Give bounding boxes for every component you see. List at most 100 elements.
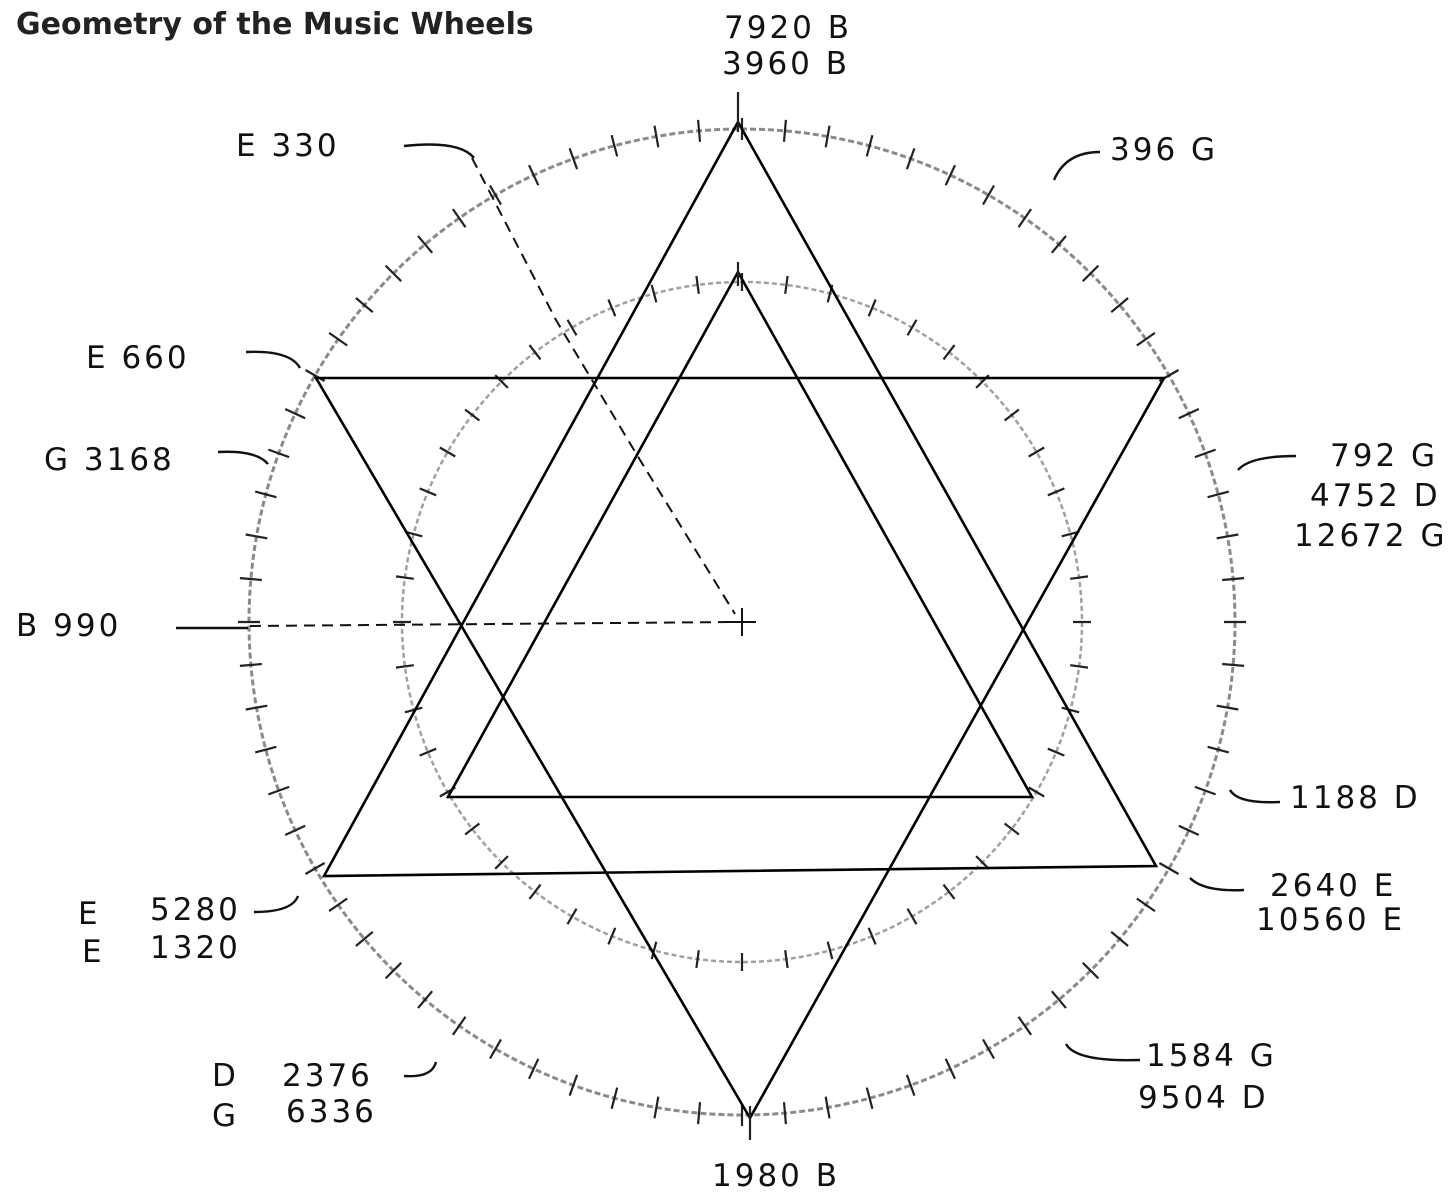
outer-wheel-tick xyxy=(304,369,326,382)
outer-wheel-tick xyxy=(905,1074,916,1096)
outer-wheel-tick xyxy=(451,208,467,228)
label-e-660: E 660 xyxy=(86,340,190,376)
outer-wheel-tick xyxy=(697,119,702,142)
label-g-6336-value: 6336 xyxy=(286,1094,377,1130)
outer-wheel-tick xyxy=(697,1102,702,1125)
label-396-g: 396 G xyxy=(1110,132,1218,168)
outer-wheel-tick xyxy=(1178,824,1200,836)
inner-wheel-tick xyxy=(906,908,918,925)
label-e-5280-letter: E xyxy=(78,896,101,932)
outer-wheel-tick xyxy=(568,148,579,170)
label-e-330: E 330 xyxy=(236,128,340,164)
label-e-1320-letter: E xyxy=(82,934,105,970)
outer-wheel-tick xyxy=(239,662,262,667)
inner-wheel-tick xyxy=(1061,706,1080,714)
inner-wheel-tick xyxy=(975,855,990,870)
outer-wheel-tick xyxy=(1158,862,1180,875)
outer-wheel-tick xyxy=(1136,897,1156,913)
label-2640-e: 2640 E xyxy=(1270,868,1396,904)
outer-wheel-tick xyxy=(1050,990,1067,1009)
outer-wheel-tick xyxy=(1017,1016,1033,1036)
label-d-2376-value: 2376 xyxy=(282,1058,373,1094)
label-3960-b: 3960 B xyxy=(722,46,850,82)
inner-wheel-tick xyxy=(1070,575,1089,580)
leader-d2376 xyxy=(403,1061,438,1078)
outer-wheel-tick xyxy=(1222,662,1245,667)
inner-wheel-tick xyxy=(942,344,956,361)
inner-wheel-tick xyxy=(1047,487,1065,497)
outer-wheel-tick xyxy=(489,184,502,206)
label-1584-g: 1584 G xyxy=(1146,1038,1277,1074)
outer-wheel-tick xyxy=(944,164,956,186)
inner-wheel-tick xyxy=(494,855,509,870)
outer-upward-triangle xyxy=(321,119,1159,878)
inner-wheel-tick xyxy=(1070,664,1089,669)
outer-wheel-tick xyxy=(865,1087,874,1110)
outer-wheel-tick xyxy=(245,533,268,540)
inner-wheel-tick xyxy=(528,344,542,361)
outer-wheel-tick xyxy=(1136,331,1156,347)
outer-wheel-tick xyxy=(1110,297,1129,314)
inner-wheel-tick xyxy=(607,299,617,317)
outer-wheel-tick xyxy=(865,134,874,157)
radius-line-b990 xyxy=(249,621,736,627)
outer-wheel-tick xyxy=(1082,962,1100,980)
label-1980-b: 1980 B xyxy=(712,1158,840,1194)
outer-wheel-tick xyxy=(284,824,306,836)
inner-wheel-tick xyxy=(419,487,437,497)
outer-wheel-tick xyxy=(1194,785,1216,796)
inner-wheel-tick xyxy=(826,941,834,960)
inner-wheel-tick xyxy=(404,706,423,714)
inner-wheel-ticks xyxy=(393,273,1091,971)
inner-wheel-tick xyxy=(1003,822,1020,836)
inner-wheel-tick xyxy=(784,275,789,294)
outer-wheel-tick xyxy=(1207,490,1230,499)
outer-wheel-tick xyxy=(355,297,374,314)
outer-wheel-tick xyxy=(1222,577,1245,582)
outer-wheel-tick xyxy=(355,930,374,947)
inner-wheel-tick xyxy=(566,908,578,925)
label-12672-g: 12672 G xyxy=(1294,518,1448,554)
leader-e2640 xyxy=(1189,877,1245,892)
outer-wheel-tick xyxy=(653,1096,660,1119)
outer-wheel-tick xyxy=(610,1087,619,1110)
inner-wheel-tick xyxy=(528,883,542,900)
inner-wheel-tick xyxy=(1047,747,1065,757)
outer-wheel-tick xyxy=(245,704,268,711)
outer-wheel-tick xyxy=(1178,408,1200,420)
inner-wheel-tick xyxy=(607,927,617,945)
outer-wheel-tick xyxy=(254,745,277,754)
label-g-3168: G 3168 xyxy=(44,442,175,478)
outer-wheel-tick xyxy=(384,962,402,980)
inner-wheel-tick xyxy=(464,822,481,836)
inner-wheel-tick xyxy=(867,299,877,317)
inner-wheel-tick xyxy=(566,319,578,336)
outer-wheel-tick xyxy=(489,1038,502,1060)
outer-wheel-tick xyxy=(982,1038,995,1060)
outer-wheel-tick xyxy=(328,331,348,347)
leader-e660 xyxy=(245,350,302,369)
outer-wheel-tick xyxy=(284,408,306,420)
diagram-title: Geometry of the Music Wheels xyxy=(16,7,534,42)
outer-wheel-tick xyxy=(944,1058,956,1080)
outer-wheel-tick xyxy=(417,235,434,254)
outer-wheel-tick xyxy=(1216,704,1239,711)
inner-wheel-tick xyxy=(439,446,456,458)
leader-g792 xyxy=(1237,454,1297,471)
label-d-2376-letter: D xyxy=(212,1058,239,1094)
outer-wheel-tick xyxy=(254,490,277,499)
outer-downward-triangle xyxy=(313,376,1167,1121)
label-9504-d: 9504 D xyxy=(1138,1080,1269,1116)
inner-wheel-tick xyxy=(650,941,658,960)
outer-wheel-tick xyxy=(1082,264,1100,282)
outer-wheel-tick xyxy=(417,990,434,1009)
inner-wheel-tick xyxy=(942,883,956,900)
outer-wheel-tick xyxy=(824,125,831,148)
center-point xyxy=(728,608,756,636)
inner-wheel-tick xyxy=(1003,408,1020,422)
outer-wheel-tick xyxy=(653,125,660,148)
inner-wheel-tick xyxy=(395,664,414,669)
label-e-1320-value: 1320 xyxy=(150,930,241,966)
inner-wheel-tick xyxy=(906,319,918,336)
